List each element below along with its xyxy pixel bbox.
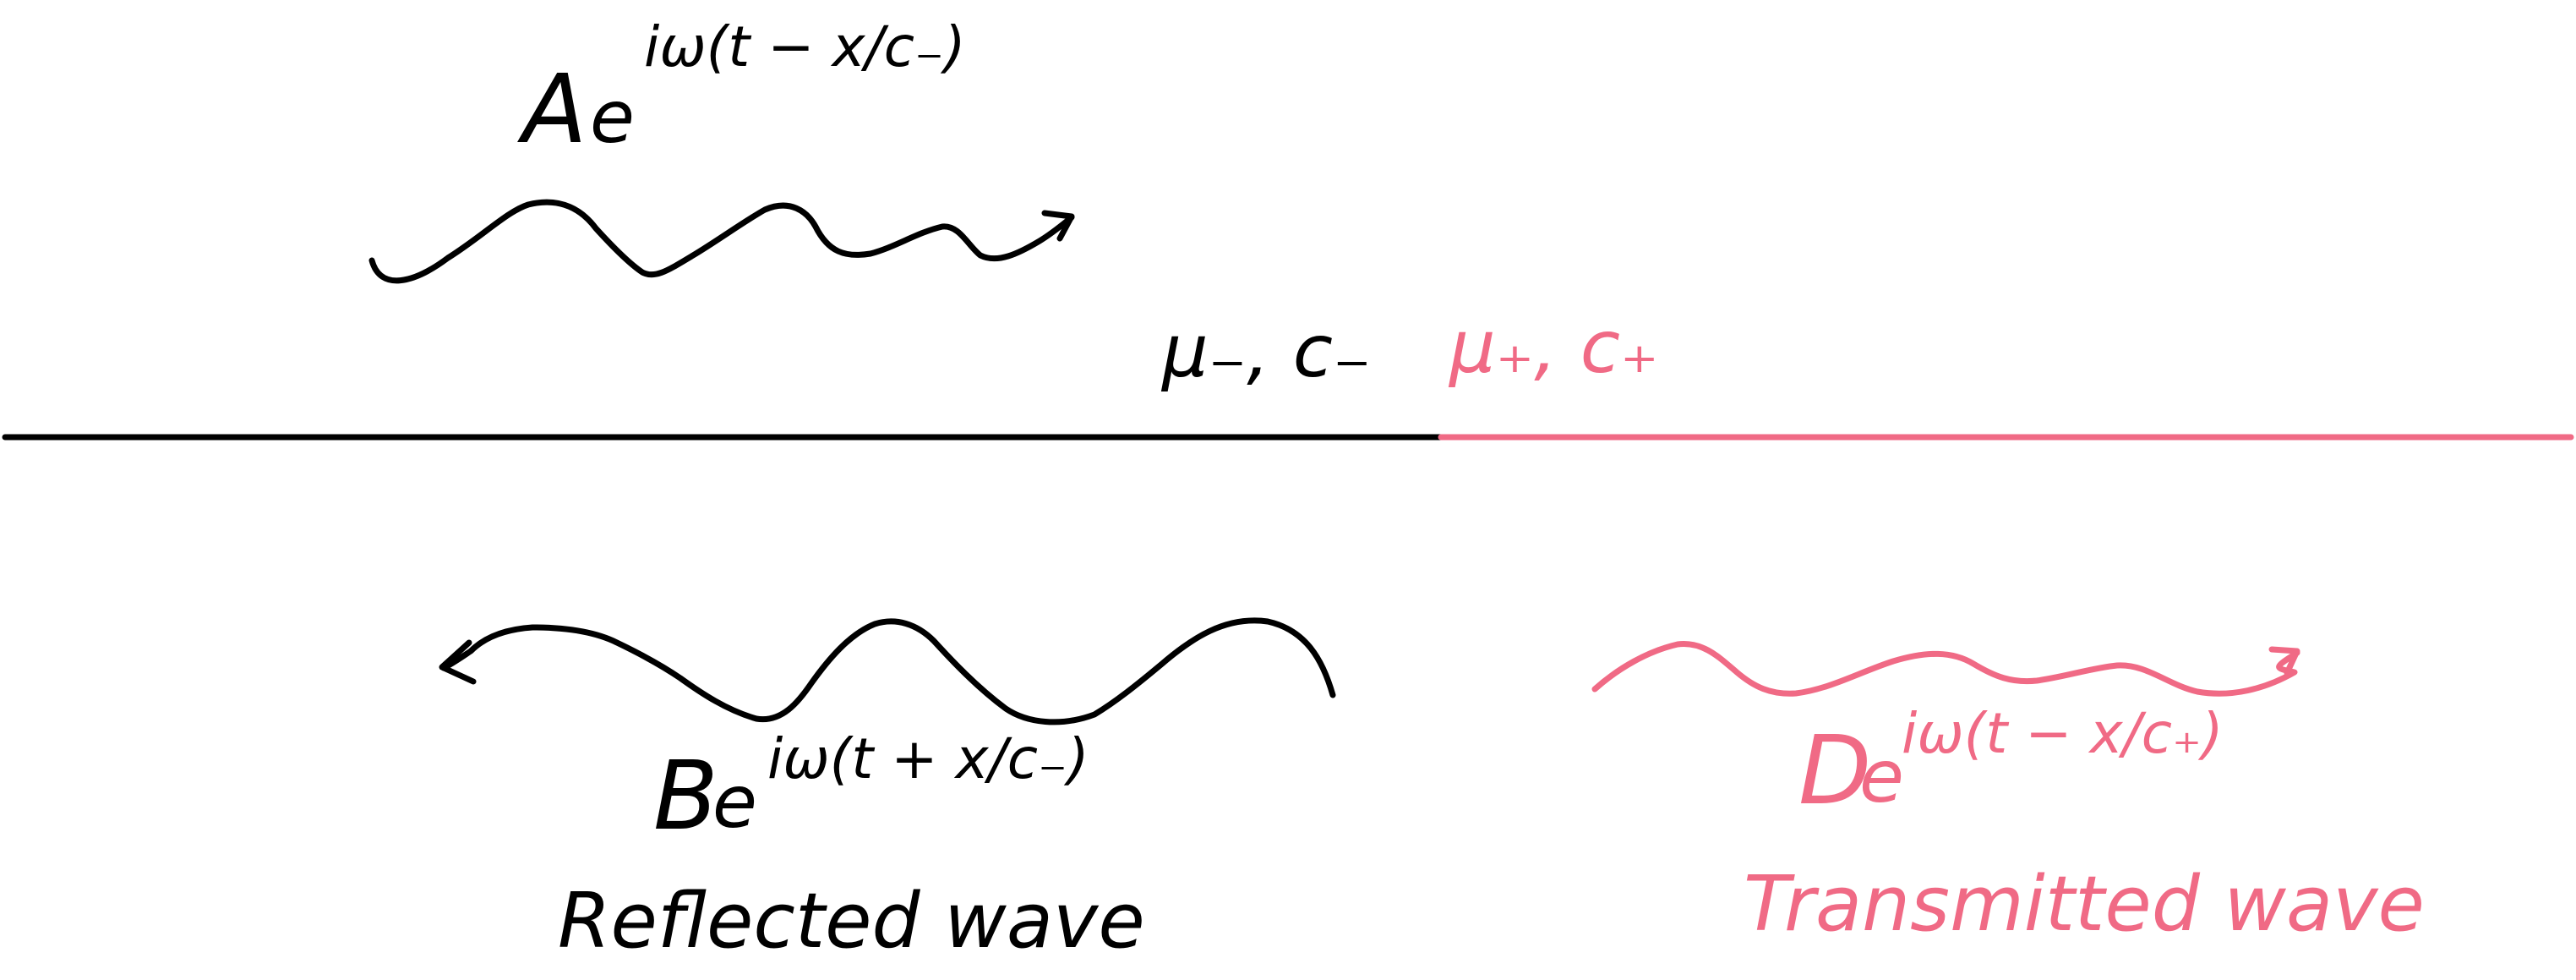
incident-base-label: e (590, 75, 635, 160)
transmitted-base-label: e (1859, 735, 1904, 819)
reflected-caption: Reflected wave (558, 877, 1145, 966)
incident-exponent-label: iω(t − x/c₋) (644, 14, 966, 79)
transmitted-amplitude-label: D (1798, 716, 1871, 826)
right-medium-params-label: μ₊, c₊ (1448, 305, 1658, 390)
transmitted-wave (1591, 640, 2300, 697)
reflected-wave (440, 617, 1336, 725)
incident-arrowhead (1041, 210, 1075, 242)
transmitted-caption: Transmitted wave (1744, 860, 2425, 949)
transmitted-exponent-label: iω(t − x/c₊) (1902, 701, 2224, 766)
transmitted-arrowhead (2268, 646, 2300, 676)
left-medium-params-label: μ₋, c₋ (1160, 309, 1371, 394)
incident-amplitude-label: A (517, 55, 587, 165)
reflected-base-label: e (712, 760, 757, 845)
reflected-exponent-label: iω(t + x/c₋) (767, 726, 1089, 791)
incident-wave (368, 199, 1075, 284)
reflected-amplitude-label: B (653, 742, 718, 851)
reflected-arrowhead (439, 639, 477, 685)
